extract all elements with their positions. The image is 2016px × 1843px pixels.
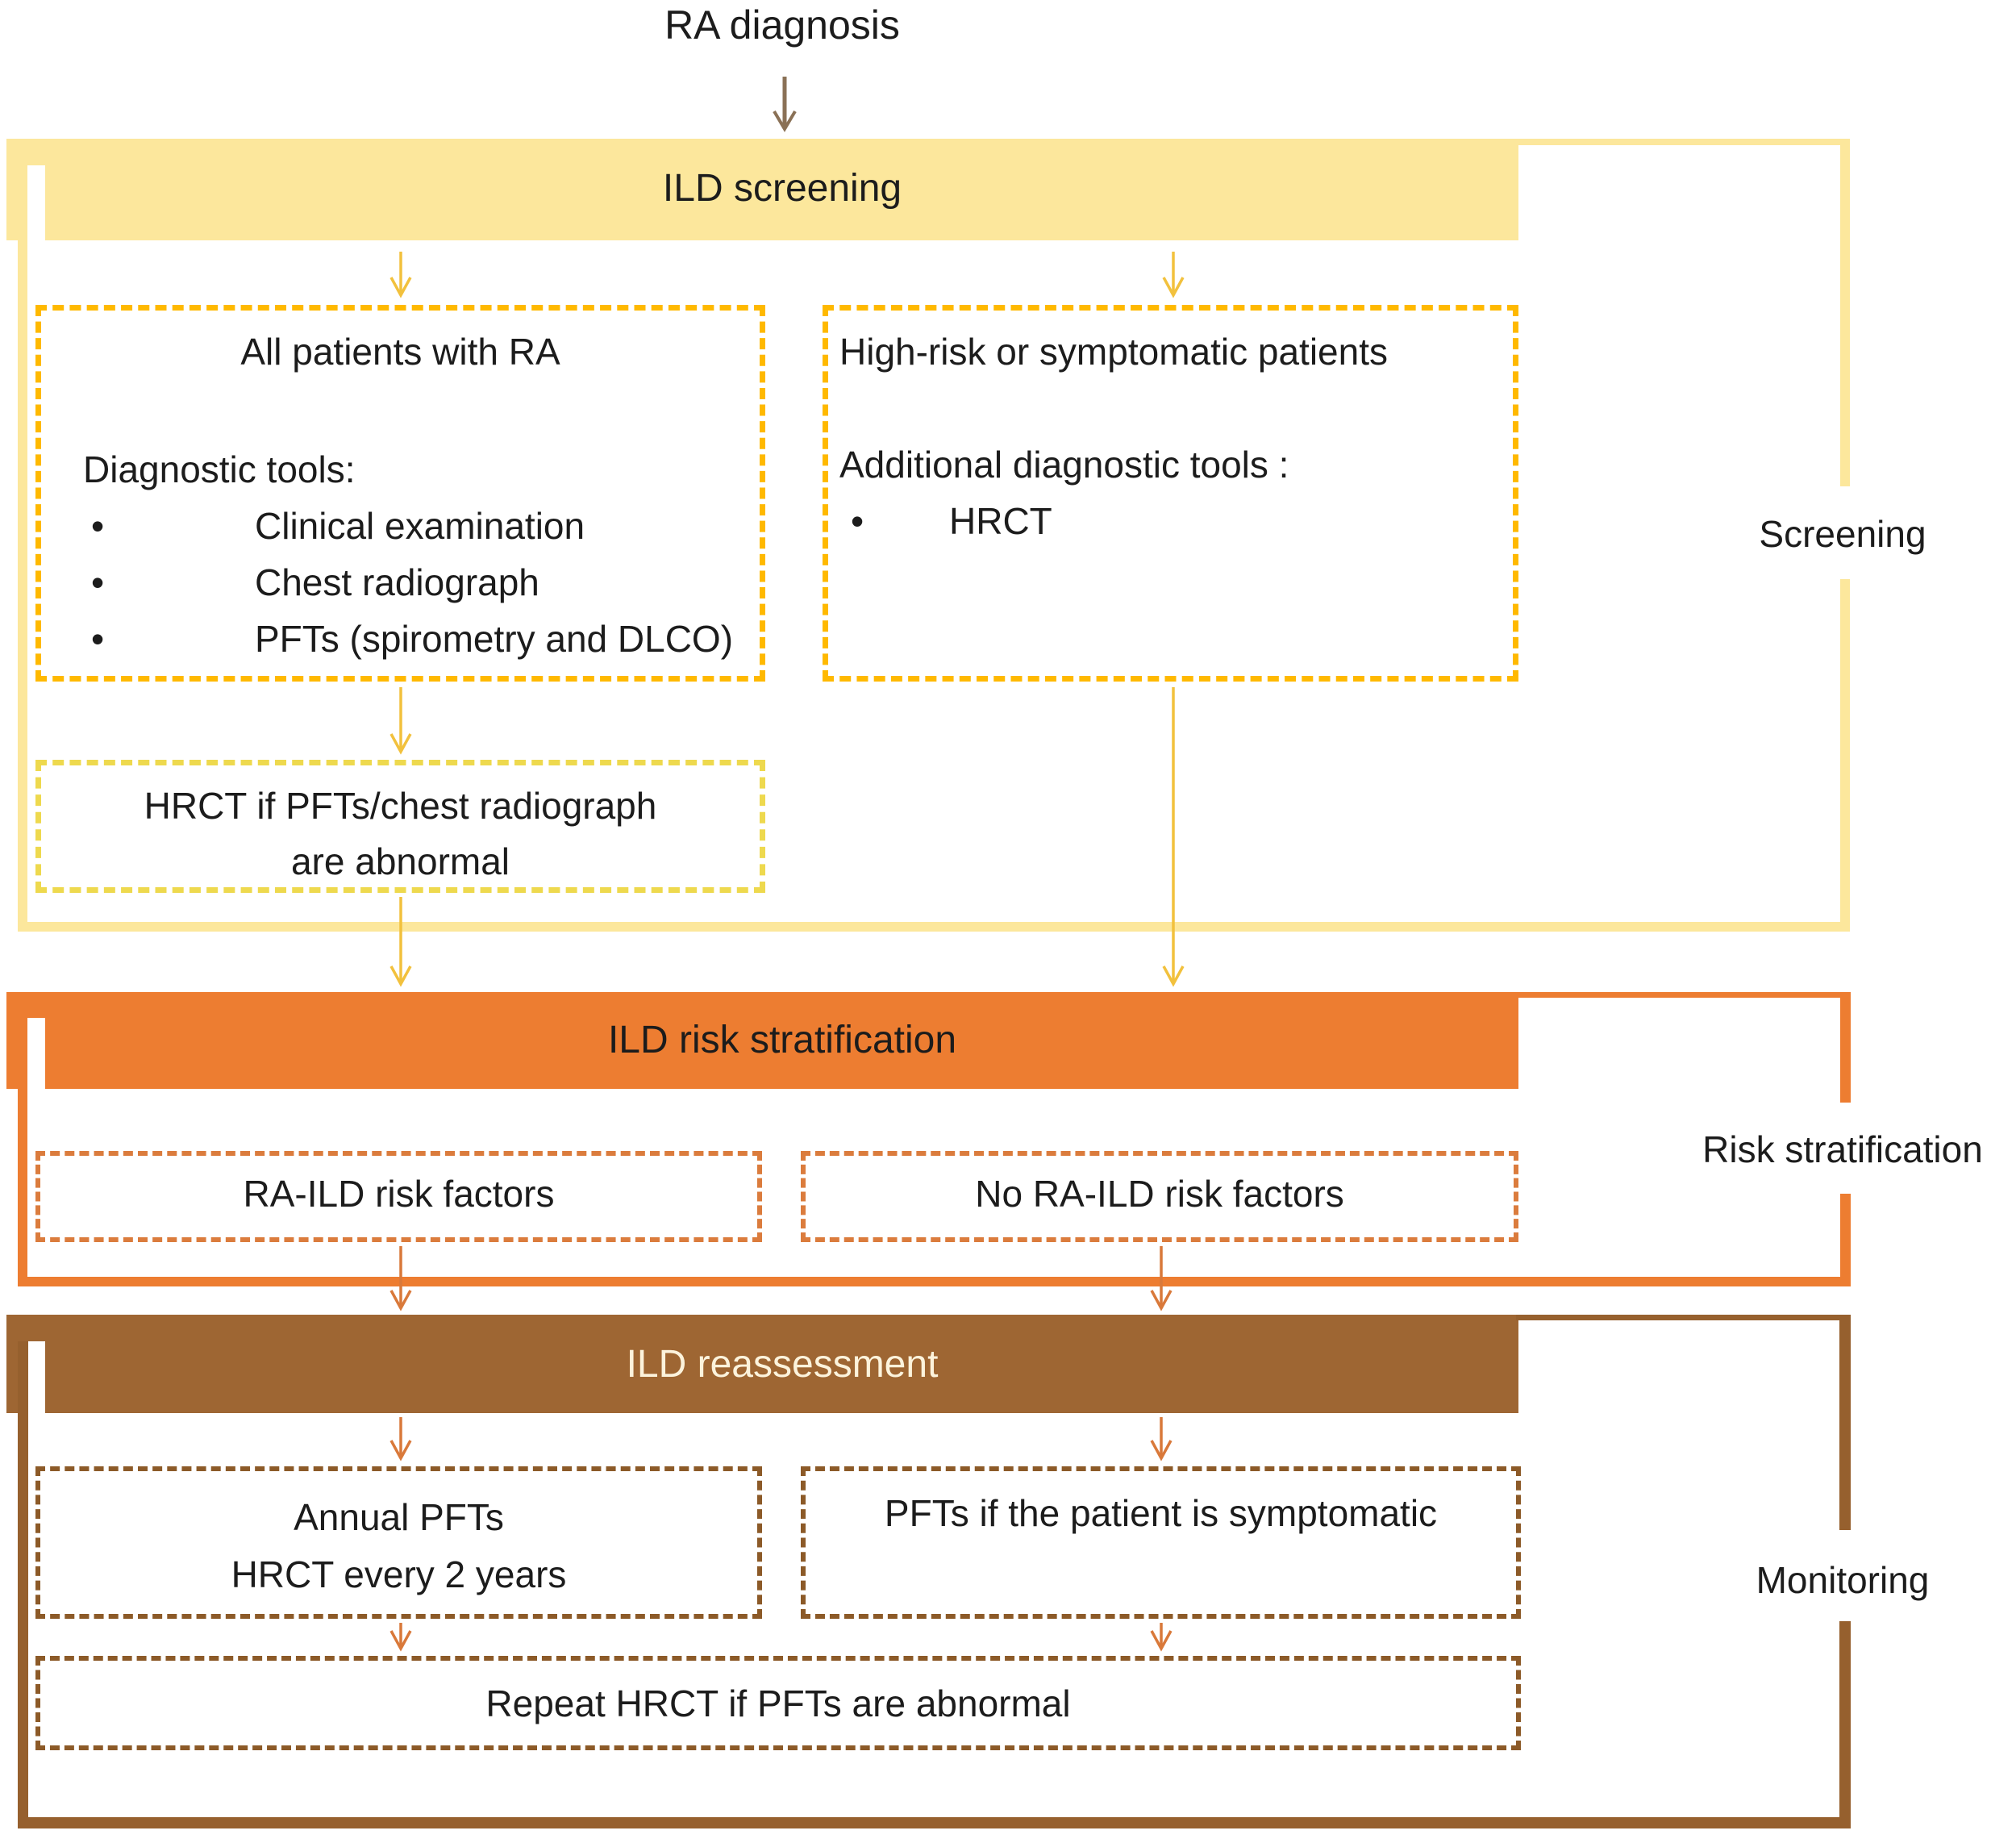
monitoring-border-right-upper <box>1839 1315 1851 1530</box>
bullet-dot-icon: • <box>91 618 105 660</box>
box-hrct-line2: are abnormal <box>290 840 510 882</box>
box-repeat-hrct: Repeat HRCT if PFTs are abnormal <box>35 1656 1521 1750</box>
monitoring-border-bottom <box>18 1817 1851 1828</box>
bullet-text: Clinical examination <box>255 505 585 547</box>
bullet-dot-icon: • <box>851 500 864 542</box>
page-title: RA diagnosis <box>664 2 900 48</box>
box-annual-pfts: Annual PFTs HRCT every 2 years <box>35 1466 762 1619</box>
risk-banner <box>6 992 1518 1089</box>
box-all-patients-subheading: Diagnostic tools: <box>83 448 356 490</box>
list-item: • HRCT <box>828 499 1513 543</box>
screening-border-right-upper <box>1840 139 1850 486</box>
list-item: • Chest radiograph <box>41 561 760 604</box>
box-high-risk-heading: High-risk or symptomatic patients <box>839 331 1388 373</box>
screening-border-top <box>1516 139 1850 145</box>
box-high-risk: High-risk or symptomatic patients Additi… <box>823 305 1518 682</box>
box-all-patients-heading: All patients with RA <box>240 331 560 373</box>
bullet-text: Chest radiograph <box>255 561 539 603</box>
monitoring-border-left <box>18 1341 28 1828</box>
monitoring-border-right-lower <box>1839 1621 1851 1828</box>
box-annual-line1: Annual PFTs <box>294 1496 504 1538</box>
risk-side-label: Risk stratification <box>1661 1128 2016 1171</box>
monitoring-banner-notch <box>28 1341 45 1413</box>
risk-banner-notch <box>27 1018 45 1089</box>
bullet-text: PFTs (spirometry and DLCO) <box>255 618 734 660</box>
list-item: • PFTs (spirometry and DLCO) <box>41 617 760 661</box>
box-all-patients: All patients with RA Diagnostic tools: •… <box>35 305 765 682</box>
box-hrct-if-abnormal: HRCT if PFTs/chest radiograph are abnorm… <box>35 760 765 893</box>
screening-banner-notch <box>27 165 45 240</box>
bullet-dot-icon: • <box>91 561 105 603</box>
box-annual-line2: HRCT every 2 years <box>231 1553 567 1596</box>
monitoring-banner <box>6 1315 1518 1413</box>
box-hrct-line1: HRCT if PFTs/chest radiograph <box>144 785 657 827</box>
screening-banner <box>6 139 1518 240</box>
screening-border-right-lower <box>1840 579 1850 932</box>
screening-side-label: Screening <box>1681 512 2004 556</box>
risk-border-top <box>1516 992 1850 998</box>
risk-border-right-upper <box>1840 992 1851 1103</box>
box-no-risk-factors: No RA-ILD risk factors <box>801 1151 1518 1242</box>
risk-border-right-lower <box>1840 1194 1851 1286</box>
box-all-patients-list: • Clinical examination • Chest radiograp… <box>41 504 760 661</box>
monitoring-side-label: Monitoring <box>1681 1558 2004 1602</box>
bullet-text: HRCT <box>949 500 1052 542</box>
risk-border-bottom <box>18 1277 1851 1286</box>
monitoring-banner-title: ILD reassessment <box>626 1343 939 1386</box>
bullet-dot-icon: • <box>91 505 105 547</box>
box-high-risk-list: • HRCT <box>828 499 1513 543</box>
box-high-risk-subheading: Additional diagnostic tools : <box>839 444 1289 486</box>
list-item: • Clinical examination <box>41 504 760 548</box>
screening-border-left <box>18 165 27 932</box>
risk-border-left <box>18 1018 27 1286</box>
box-risk-factors: RA-ILD risk factors <box>35 1151 762 1242</box>
risk-banner-title: ILD risk stratification <box>607 1019 957 1061</box>
monitoring-border-top <box>1516 1315 1851 1320</box>
screening-border-bottom <box>18 922 1850 932</box>
screening-banner-title: ILD screening <box>662 167 902 210</box>
box-pfts-symptomatic: PFTs if the patient is symptomatic <box>801 1466 1521 1619</box>
